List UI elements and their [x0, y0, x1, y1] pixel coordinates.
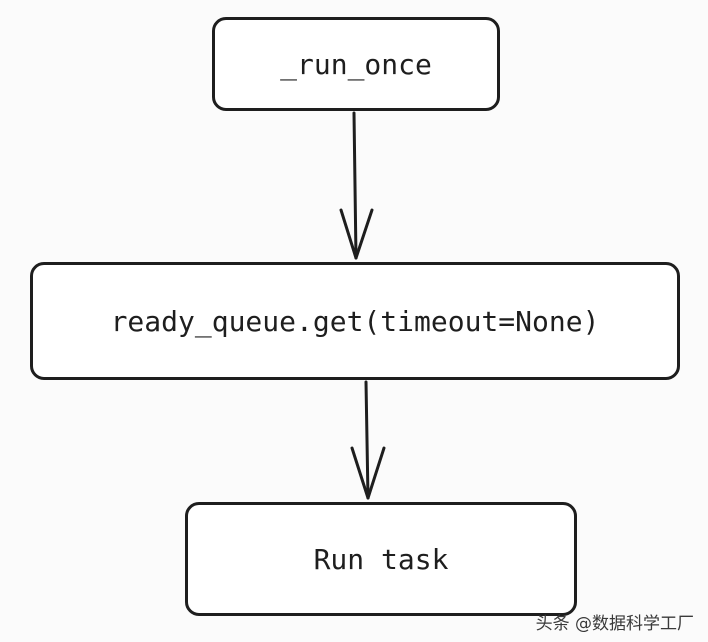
arrow-readyqueue-to-runtask — [350, 380, 386, 500]
node-ready-queue-get: ready_queue.get(timeout=None) — [30, 262, 680, 380]
node-run-once: _run_once — [212, 17, 500, 111]
node-ready-queue-get-label: ready_queue.get(timeout=None) — [110, 304, 600, 338]
node-run-task-label: Run task — [313, 542, 449, 576]
node-run-task: Run task — [185, 502, 577, 616]
node-run-once-label: _run_once — [280, 47, 432, 81]
arrow-runonce-to-readyqueue — [339, 111, 374, 260]
watermark-text: 头条 @数据科学工厂 — [535, 614, 694, 634]
